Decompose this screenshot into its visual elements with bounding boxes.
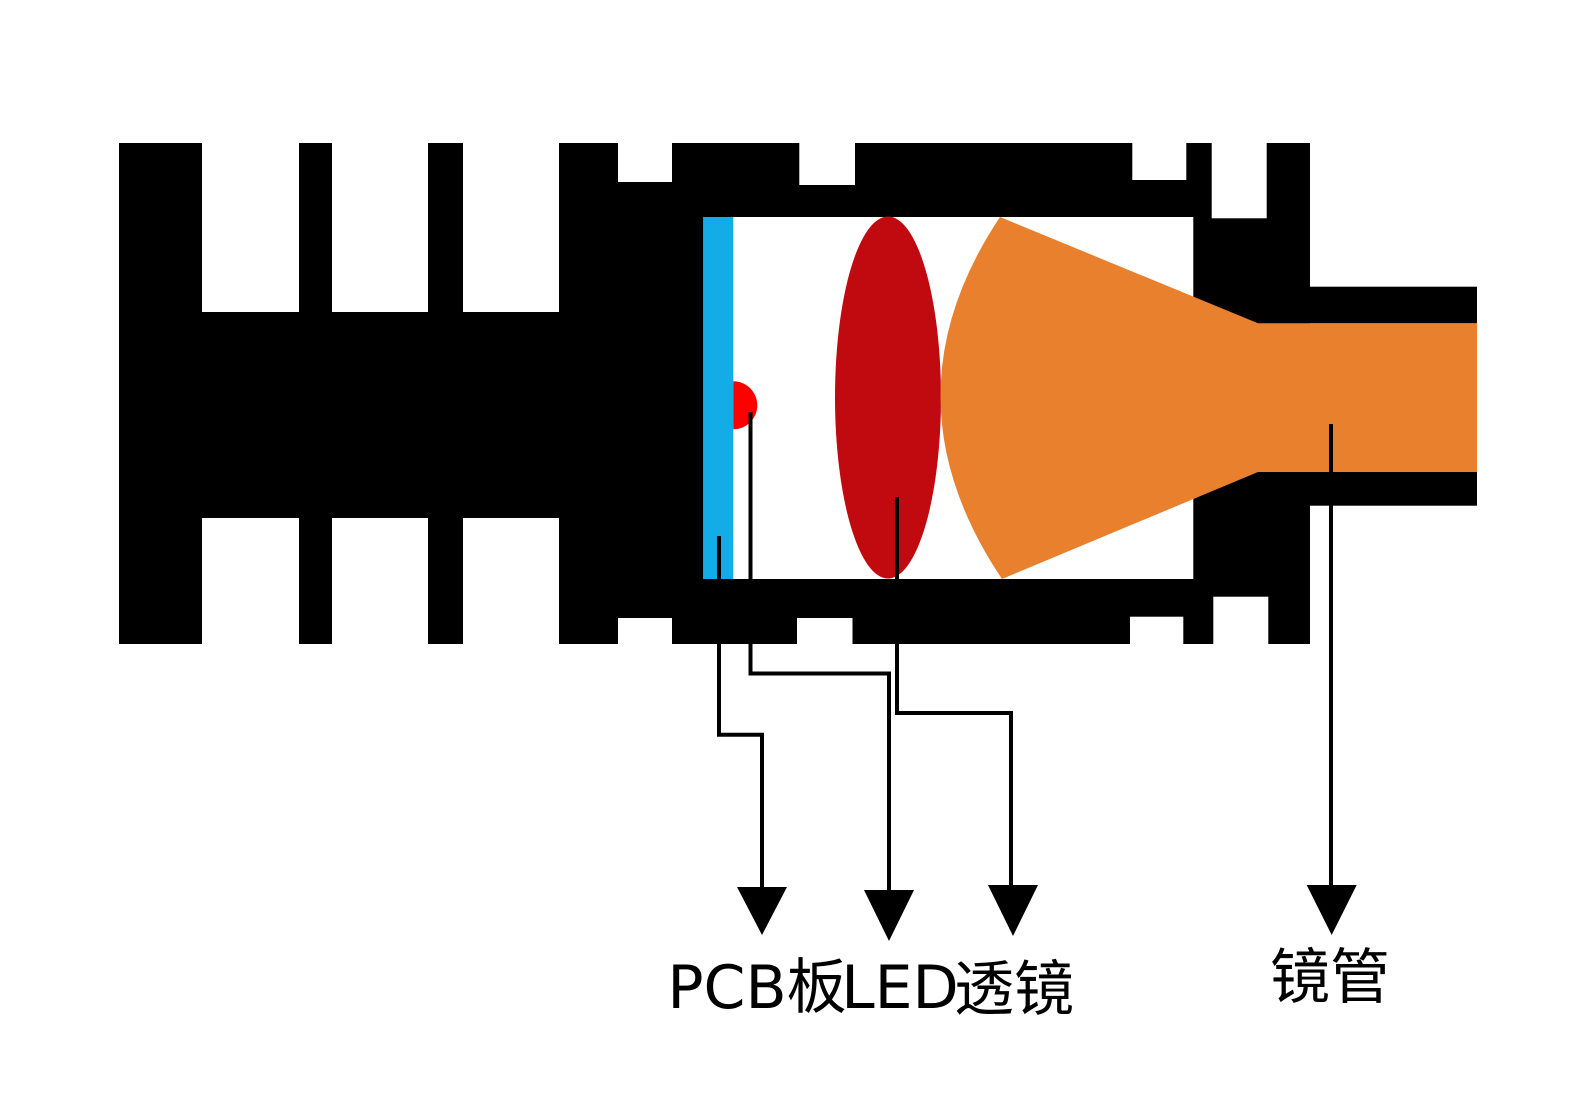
arrowhead-led	[864, 890, 914, 941]
label-pcb: PCB板	[667, 953, 846, 1023]
label-led: LED	[841, 953, 959, 1023]
arrowhead-tube	[1306, 885, 1357, 935]
tube-top-wall	[1305, 286, 1477, 324]
label-lens: 透镜	[954, 955, 1074, 1025]
bottom-notch-3	[1130, 616, 1184, 644]
arrowhead-pcb	[737, 887, 787, 935]
tube-bottom-wall	[1305, 472, 1477, 506]
top-notch-2	[799, 143, 855, 185]
top-notch-4	[1211, 143, 1267, 219]
leader-line-pcb	[717, 536, 764, 889]
top-notch-3	[1132, 143, 1187, 180]
bottom-notch-1	[618, 618, 672, 644]
leader-line-lens	[895, 497, 1013, 887]
light-beam	[940, 217, 1477, 579]
heatsink-core	[119, 312, 559, 518]
pcb-board-strip	[703, 217, 734, 579]
bottom-notch-4	[1213, 596, 1269, 644]
arrowhead-lens	[988, 885, 1038, 936]
bottom-notch-2	[797, 618, 853, 644]
leader-line-led	[748, 412, 891, 892]
lens-ellipse	[835, 216, 941, 579]
top-notch-1	[618, 143, 672, 182]
label-tube: 镜管	[1270, 943, 1390, 1013]
